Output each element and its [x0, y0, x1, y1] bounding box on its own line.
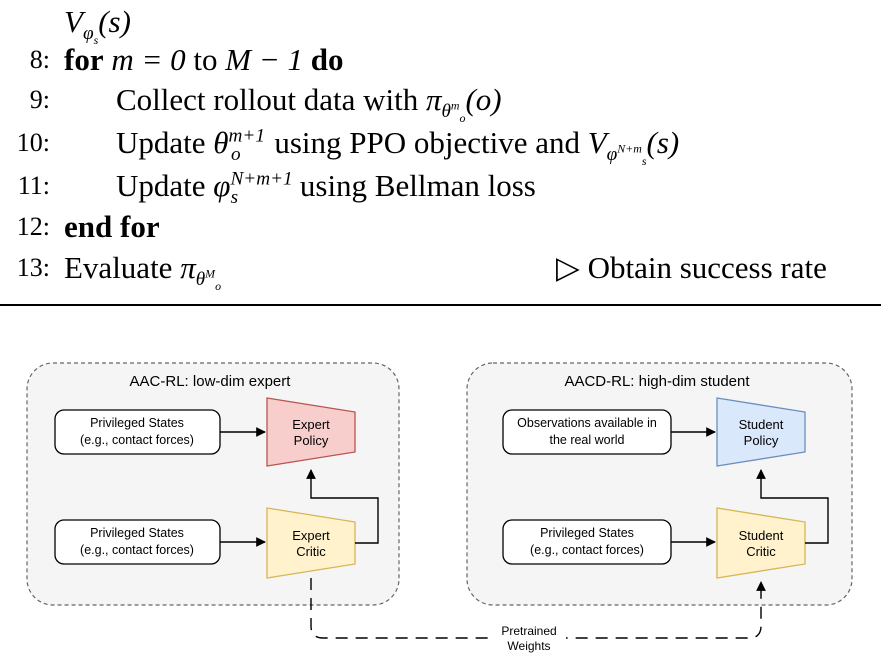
line-number: 11: — [17, 171, 50, 200]
student-policy-line2: Policy — [744, 433, 779, 448]
horizontal-rule — [0, 304, 881, 306]
svg-text:Policy: Policy — [744, 433, 779, 448]
svg-text:(e.g., contact forces): (e.g., contact forces) — [80, 433, 194, 447]
student-critic-trapezoid — [716, 507, 806, 579]
right-bottom-input-line1: Privileged States — [540, 526, 634, 540]
right-critic-to-policy-arrow — [756, 469, 829, 544]
right-panel: AACD-RL: high-dim student Observations a… — [466, 362, 853, 606]
svg-text:Pretrained: Pretrained — [501, 624, 556, 638]
svg-text:Student: Student — [739, 528, 784, 543]
left-panel: AAC-RL: low-dim expert Privileged States… — [26, 362, 400, 606]
expert-policy-line2: Policy — [294, 433, 329, 448]
expert-critic-line2: Critic — [296, 544, 326, 559]
left-bottom-input-line1: Privileged States — [90, 526, 184, 540]
left-critic-to-policy-arrow — [306, 469, 379, 544]
student-policy-line1: Student — [739, 417, 784, 432]
transfer-label-bg — [492, 622, 566, 654]
transfer-label-line2: Weights — [507, 639, 550, 653]
right-bottom-input-line2: (e.g., contact forces) — [530, 543, 644, 557]
left-panel-title: AAC-RL: low-dim expert — [130, 373, 292, 390]
svg-text:Expert: Expert — [292, 528, 330, 543]
right-panel-frame — [466, 362, 853, 606]
right-top-input-line1: Observations available in — [517, 416, 657, 430]
svg-text:Critic: Critic — [746, 544, 776, 559]
line-number: 13: — [16, 253, 50, 282]
svg-text:Critic: Critic — [296, 544, 326, 559]
line-number: 8: — [29, 45, 50, 74]
svg-text:the real world: the real world — [549, 433, 624, 447]
svg-text:Weights: Weights — [507, 639, 550, 653]
student-critic-line1: Student — [739, 528, 784, 543]
line-number: 10: — [16, 128, 50, 157]
svg-text:Privileged States: Privileged States — [90, 526, 184, 540]
algorithm-listing: Vφs(s) 8: for m = 0 to M − 1 do 9: Colle… — [0, 0, 881, 292]
right-top-input-line2: the real world — [549, 433, 624, 447]
student-policy-trapezoid — [716, 397, 806, 467]
left-bottom-input-line2: (e.g., contact forces) — [80, 543, 194, 557]
student-critic-line2: Critic — [746, 544, 776, 559]
left-top-input-line2: (e.g., contact forces) — [80, 433, 194, 447]
right-panel-title: AACD-RL: high-dim student — [564, 373, 750, 390]
svg-text:(e.g., contact forces): (e.g., contact forces) — [80, 543, 194, 557]
svg-text:Privileged States: Privileged States — [90, 416, 184, 430]
expert-critic-line1: Expert — [292, 528, 330, 543]
line-number: 9: — [29, 85, 50, 114]
algorithm-comment: ▷ Obtain success rate — [556, 250, 827, 285]
svg-text:Expert: Expert — [292, 417, 330, 432]
transfer-label-line1: Pretrained — [501, 624, 556, 638]
svg-text:Privileged States: Privileged States — [540, 526, 634, 540]
svg-text:(e.g., contact forces): (e.g., contact forces) — [530, 543, 644, 557]
svg-text:Student: Student — [739, 417, 784, 432]
expert-policy-line1: Expert — [292, 417, 330, 432]
left-top-input-line1: Privileged States — [90, 416, 184, 430]
line-number: 12: — [16, 212, 50, 241]
left-panel-frame — [26, 362, 400, 606]
svg-text:Observations available in: Observations available in — [517, 416, 657, 430]
expert-critic-trapezoid — [266, 507, 356, 579]
expert-policy-trapezoid — [266, 397, 356, 467]
svg-text:Policy: Policy — [294, 433, 329, 448]
